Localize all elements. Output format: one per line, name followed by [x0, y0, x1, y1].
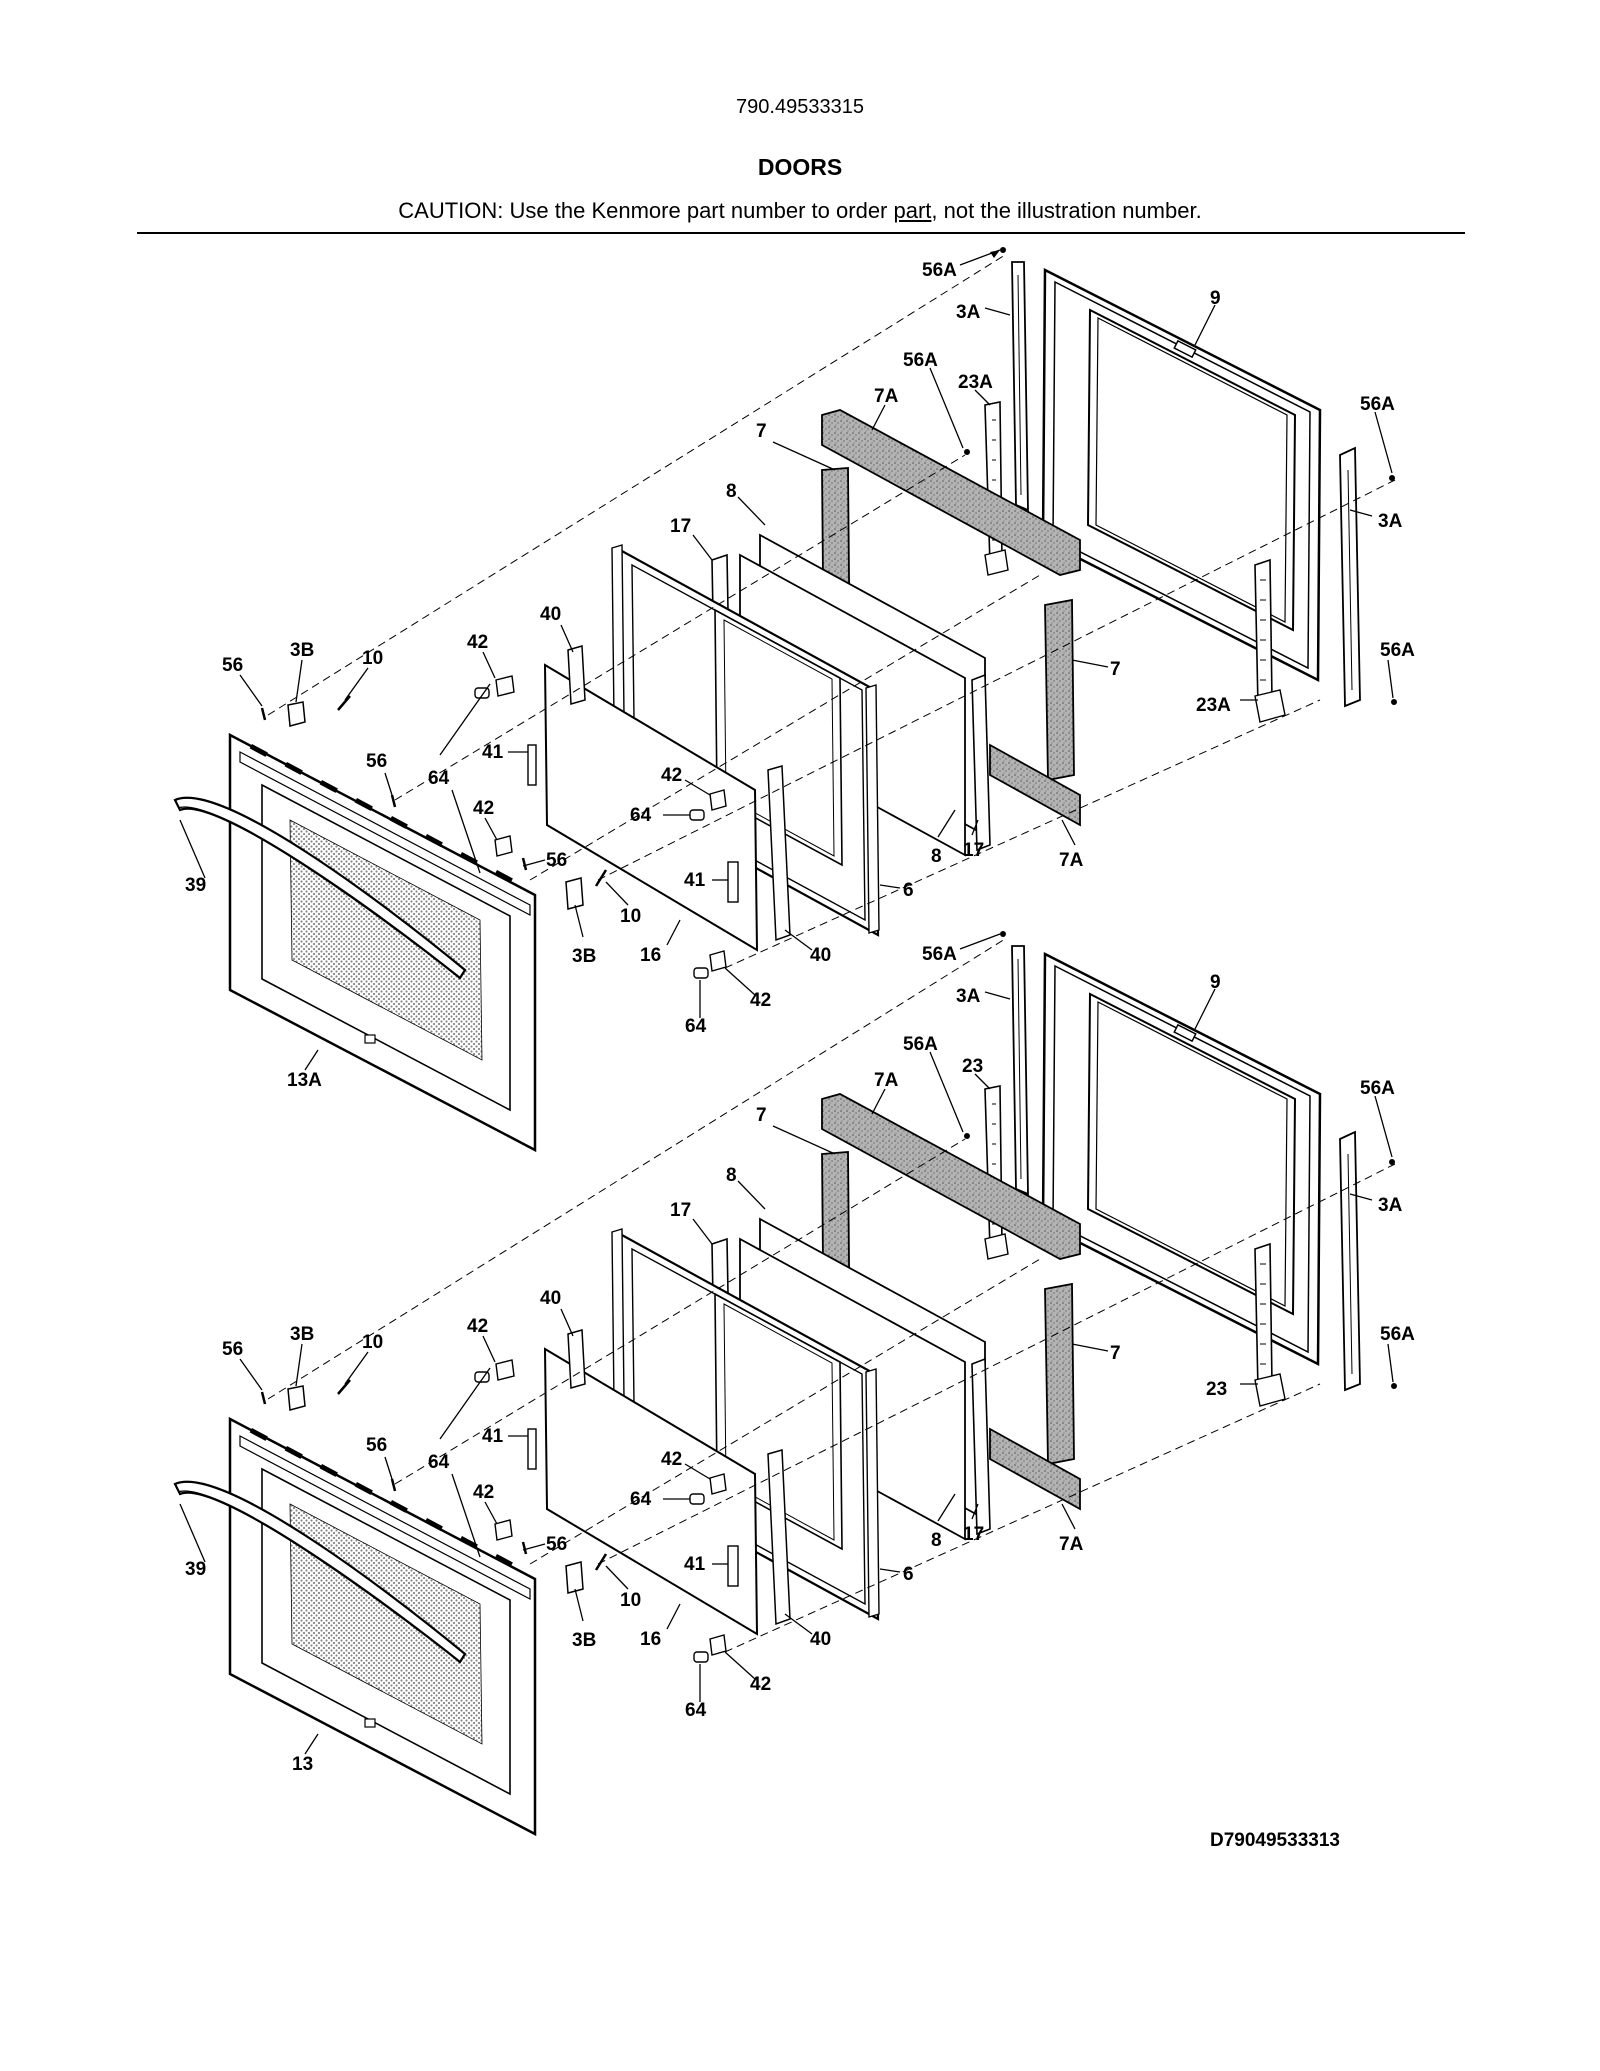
callout-40-b: 40 [810, 945, 831, 966]
callout-8-b: 8 [931, 846, 942, 867]
callout-10-a: 10 [362, 1332, 383, 1353]
callout-64-b: 64 [630, 805, 652, 826]
caution-prefix: CAUTION: Use the Kenmore part number to … [398, 198, 894, 223]
callout-23-b: 23 [1206, 1379, 1227, 1400]
callout-56A-c: 56A [1360, 394, 1395, 415]
caution-note: CAUTION: Use the Kenmore part number to … [0, 198, 1600, 224]
callout-40-a: 40 [540, 1288, 561, 1309]
callout-13: 13 [292, 1754, 313, 1775]
callout-40-a: 40 [540, 604, 561, 625]
callout-39: 39 [185, 1559, 206, 1580]
callout-56-b: 56 [366, 1435, 387, 1456]
callout-8: 8 [726, 1165, 737, 1186]
callout-3B-a: 3B [290, 1324, 314, 1345]
callout-56A-d: 56A [1380, 1324, 1415, 1345]
callout-56A-a: 56A [922, 944, 957, 965]
callout-41-a: 41 [482, 1426, 504, 1447]
callout-56-c: 56 [546, 1534, 567, 1555]
callout-7A-b: 7A [1059, 850, 1084, 871]
callout-3B-b: 3B [572, 1630, 596, 1651]
callout-10-b: 10 [620, 906, 641, 927]
callout-17-b: 17 [963, 1524, 984, 1545]
callout-9: 9 [1210, 972, 1221, 993]
caution-suffix: , not the illustration number. [931, 198, 1202, 223]
caution-part-link: part [893, 198, 932, 223]
callout-8: 8 [726, 481, 737, 502]
callout-41-b: 41 [684, 1554, 706, 1575]
callout-42-a: 42 [467, 632, 488, 653]
callout-16: 16 [640, 945, 661, 966]
callout-3B-b: 3B [572, 946, 596, 967]
callout-6: 6 [903, 880, 914, 901]
callout-42-b: 42 [661, 1449, 682, 1470]
callout-56-c: 56 [546, 850, 567, 871]
callout-3A-a: 3A [956, 302, 981, 323]
callout-7A-a: 7A [874, 1070, 899, 1091]
section-title: DOORS [757, 154, 843, 180]
callout-7-a: 7 [756, 1105, 767, 1126]
callout-40-b: 40 [810, 1629, 831, 1650]
callout-56-a: 56 [222, 655, 243, 676]
callout-7-b: 7 [1110, 659, 1121, 680]
callout-42-c: 42 [473, 798, 494, 819]
callout-41-b: 41 [684, 870, 706, 891]
callout-8-b: 8 [931, 1530, 942, 1551]
callout-56A-d: 56A [1380, 640, 1415, 661]
callout-7A-a: 7A [874, 386, 899, 407]
upper-door-callouts: 56A 3A 9 56A 23A 7A 56A 7 3A 8 17 40 42 … [179, 249, 1415, 1091]
callout-42-a: 42 [467, 1316, 488, 1337]
callout-64-a: 64 [428, 1452, 450, 1473]
callout-42-b: 42 [661, 765, 682, 786]
callout-3B-a: 3B [290, 640, 314, 661]
callout-13A: 13A [287, 1070, 322, 1091]
callout-6: 6 [903, 1564, 914, 1585]
callout-17-a: 17 [670, 1200, 691, 1221]
callout-17-a: 17 [670, 516, 691, 537]
callout-56A-c: 56A [1360, 1078, 1395, 1099]
callout-23A-b: 23A [1196, 695, 1231, 716]
callout-64-c: 64 [685, 1016, 707, 1037]
callout-56A-a: 56A [922, 260, 957, 281]
callout-56-a: 56 [222, 1339, 243, 1360]
callout-3A-b: 3A [1378, 511, 1403, 532]
model-number: 790.49533315 [736, 96, 864, 118]
callout-7A-b: 7A [1059, 1534, 1084, 1555]
callout-41-a: 41 [482, 742, 504, 763]
callout-10-b: 10 [620, 1590, 641, 1611]
diagram-code: D79049533313 [1210, 1830, 1340, 1851]
lower-door-callouts: 56A 3A 9 56A 23 7A 56A 7 3A 8 17 40 42 3… [179, 933, 1415, 1775]
callout-64-a: 64 [428, 768, 450, 789]
callout-42-d: 42 [750, 1674, 771, 1695]
callout-56A-b: 56A [903, 350, 938, 371]
callout-10-a: 10 [362, 648, 383, 669]
callout-39: 39 [185, 875, 206, 896]
callout-7-a: 7 [756, 421, 767, 442]
callout-9: 9 [1210, 288, 1221, 309]
callout-42-d: 42 [750, 990, 771, 1011]
callout-56A-b: 56A [903, 1034, 938, 1055]
callout-64-c: 64 [685, 1700, 707, 1721]
callout-64-b: 64 [630, 1489, 652, 1510]
callout-23A-a: 23A [958, 372, 993, 393]
callout-42-c: 42 [473, 1482, 494, 1503]
callout-17-b: 17 [963, 840, 984, 861]
callout-16: 16 [640, 1629, 661, 1650]
callout-3A-a: 3A [956, 986, 981, 1007]
callout-3A-b: 3A [1378, 1195, 1403, 1216]
callout-7-b: 7 [1110, 1343, 1121, 1364]
header-divider [137, 232, 1465, 234]
callout-23-a: 23 [962, 1056, 983, 1077]
callout-56-b: 56 [366, 751, 387, 772]
